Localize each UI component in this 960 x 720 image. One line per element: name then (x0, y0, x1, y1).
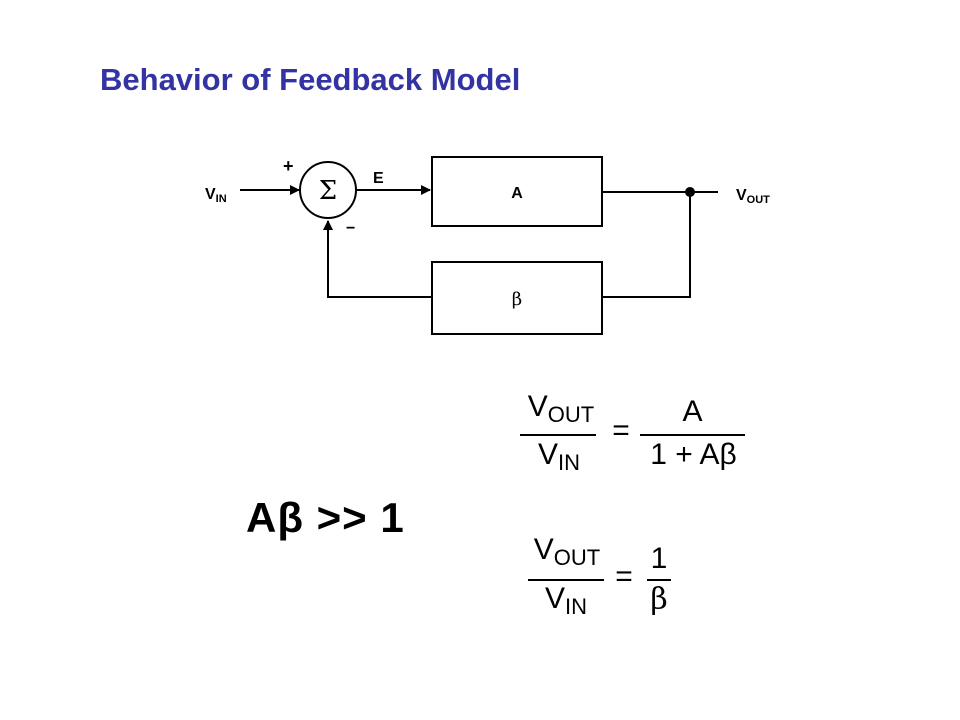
input-label: VIN (205, 186, 227, 205)
feedback-label: β (512, 289, 522, 310)
eq2-equals: = (615, 560, 633, 593)
feedback-path-right (602, 192, 691, 298)
sum-symbol: Σ (319, 176, 337, 206)
eq2-lhs-numerator: VOUT (533, 533, 601, 570)
eq1-rhs-denominator: 1 + Aβ (650, 438, 737, 471)
high-loop-gain-condition: Aβ >> 1 (246, 494, 405, 541)
eq1-rhs-fraction-bar (640, 434, 745, 436)
error-label: E (373, 170, 384, 187)
eq2-rhs-fraction-bar (647, 579, 671, 581)
amplifier-label: A (511, 185, 523, 202)
eq1-lhs-numerator: VOUT (527, 390, 595, 427)
output-label: VOUT (736, 187, 770, 206)
feedback-path-left (323, 220, 432, 298)
eq1-lhs-fraction-bar (520, 434, 596, 436)
minus-sign: − (346, 220, 355, 237)
eq1-rhs-numerator: A (682, 395, 703, 428)
eq2-rhs-numerator: 1 (650, 542, 668, 575)
eq2-lhs-fraction-bar (528, 579, 604, 581)
eq2-lhs-denominator: VIN (544, 582, 587, 619)
eq2-rhs-denominator: β (650, 582, 668, 617)
amplifier-block (431, 156, 603, 227)
eq1-equals: = (612, 414, 630, 447)
eq1-lhs-denominator: VIN (537, 438, 580, 475)
plus-sign: + (283, 156, 294, 176)
page-title: Behavior of Feedback Model (100, 62, 521, 97)
